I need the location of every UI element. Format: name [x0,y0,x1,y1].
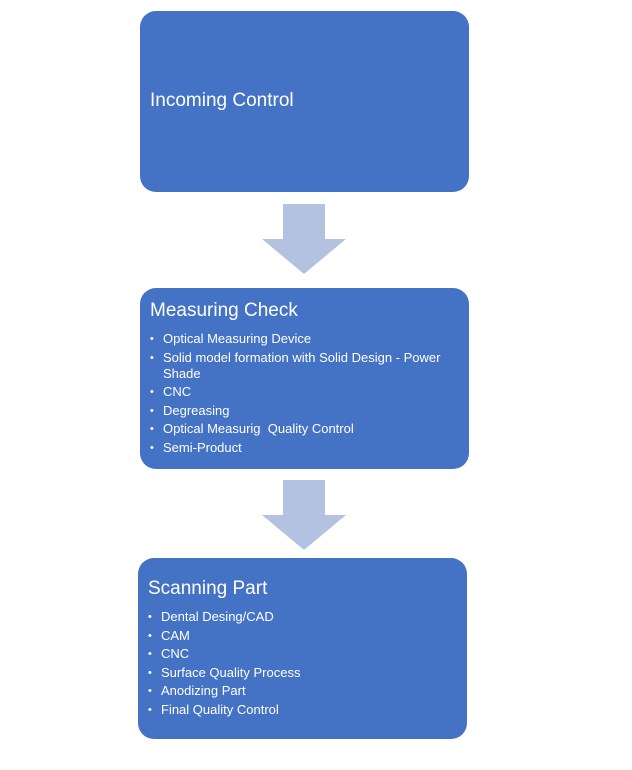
bullet-icon: • [148,629,152,642]
step-title: Measuring Check [150,300,298,321]
down-arrow-shape [262,204,346,274]
list-item-text: Anodizing Part [161,683,246,699]
bullet-icon: • [150,351,154,364]
list-item-text: CNC [161,646,190,662]
list-item: • CNC [148,646,455,662]
list-item: • CAM [148,628,455,644]
step-list: • Dental Desing/CAD • CAM • CNC • Surface Qu… [148,609,455,721]
step-list: • Optical Measuring Device • Solid model f… [150,331,457,459]
list-item: • Optical Measurig Quality Control [150,421,457,437]
list-item-text: Degreasing [163,402,230,418]
list-item: • Surface Quality Process [148,665,455,681]
bullet-icon: • [150,333,154,345]
down-arrow-icon [262,204,346,274]
step-box-scanning-part: Scanning Part • Dental Desing/CAD • CAM • C… [138,558,467,739]
list-item-text: CAM [161,627,190,643]
list-item: • Semi-Product [150,440,457,456]
step-title: Incoming Control [150,90,294,111]
list-item-text: CNC [163,384,192,400]
list-item: • Degreasing [150,403,457,419]
list-item: • Solid model formation with Solid Design… [150,350,457,382]
step-box-measuring-check: Measuring Check • Optical Measuring Devic… [140,288,469,469]
step-title: Scanning Part [148,578,268,599]
list-item-text: Dental Desing/CAD [161,609,274,624]
bullet-icon: • [148,666,152,679]
list-item-text: Solid model formation with Solid Design … [163,349,441,381]
list-item: • CNC [150,384,457,400]
list-item-text: Optical Measurig Quality Control [163,421,354,437]
bullet-icon: • [150,386,154,399]
list-item-text: Optical Measuring Device [163,331,312,346]
bullet-icon: • [148,611,152,623]
step-box-incoming-control: Incoming Control [140,11,469,192]
list-item: • Optical Measuring Device [150,331,457,347]
bullet-icon: • [148,703,152,716]
list-item: • Dental Desing/CAD [148,609,455,625]
list-item: • Final Quality Control [148,702,455,718]
bullet-icon: • [150,441,154,454]
list-item-text: Final Quality Control [161,701,279,717]
down-arrow-icon [262,480,346,550]
bullet-icon: • [148,648,152,661]
bullet-icon: • [150,423,154,436]
down-arrow-shape [262,480,346,550]
bullet-icon: • [148,685,152,698]
bullet-icon: • [150,404,154,417]
list-item-text: Semi-Product [163,439,242,455]
list-item-text: Surface Quality Process [161,664,301,680]
list-item: • Anodizing Part [148,683,455,699]
